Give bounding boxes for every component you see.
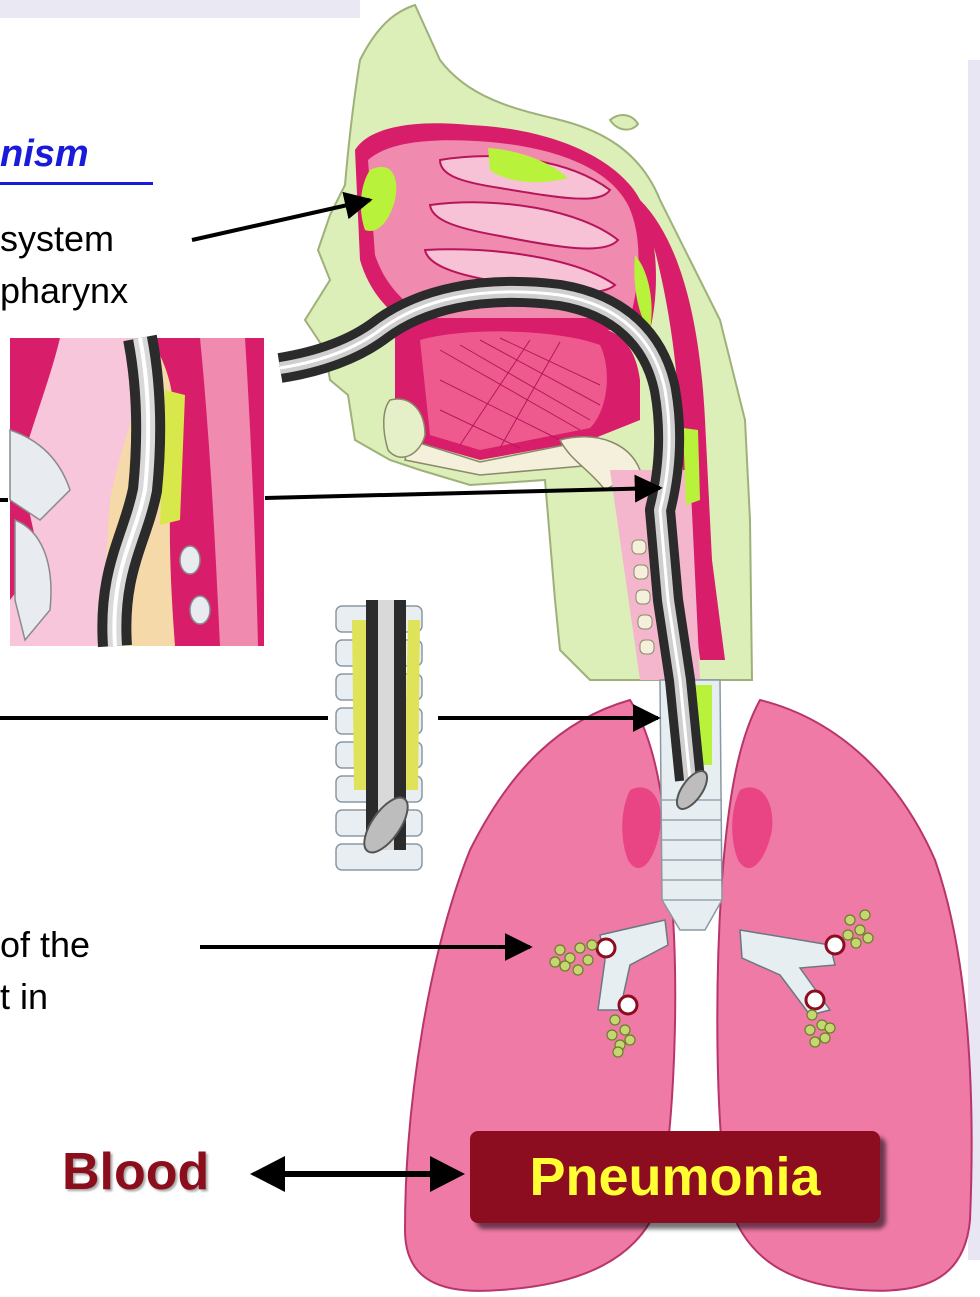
text-line-3: of the [0,924,90,966]
bg-left-top-tint [0,0,360,18]
text-line-2: pharynx [0,270,128,312]
heading-underline [0,182,153,185]
blood-label: Blood [62,1142,209,1202]
text-line-1: system [0,218,114,260]
trachea-inset [330,600,428,890]
slide-heading: nism [0,133,89,176]
text-line-4: t in [0,976,48,1018]
double-arrow-icon [250,1156,465,1192]
pneumonia-box: Pneumonia [470,1131,880,1223]
pharynx-inset [10,338,264,646]
pneumonia-label: Pneumonia [470,1131,880,1223]
